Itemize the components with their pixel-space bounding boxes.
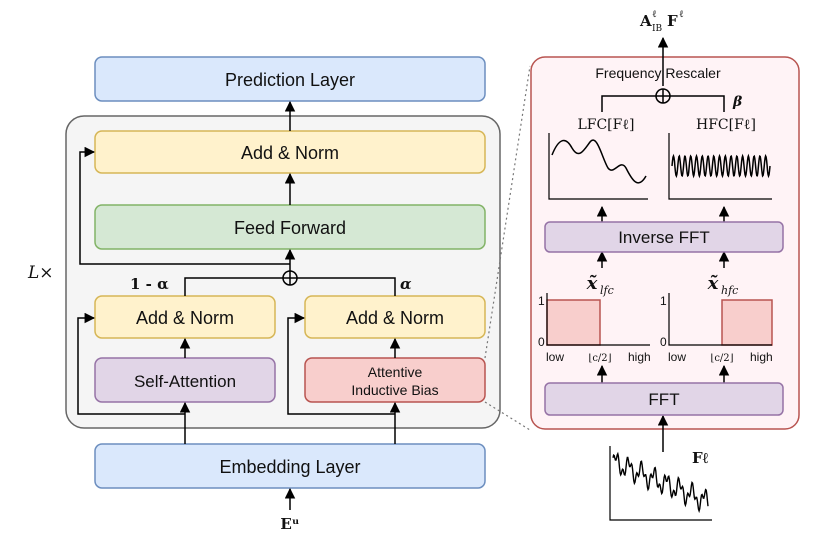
self-attention-box: Self-Attention	[94, 357, 276, 403]
beta-label: β	[732, 94, 743, 110]
x-hfc-main: x̃	[707, 273, 719, 294]
add-norm-left-box: Add & Norm	[94, 295, 276, 339]
embedding-layer-box: Embedding Layer	[94, 443, 486, 489]
inverse-fft-label: Inverse FFT	[618, 228, 710, 247]
self-attention-label: Self-Attention	[134, 372, 236, 391]
alpha-label: α	[400, 275, 412, 293]
fft-box: FFT	[544, 382, 784, 416]
repeat-count-label: L×	[27, 263, 54, 283]
lfc-label: LFC[Fℓ]	[577, 117, 634, 133]
lfc-filter-plot: 1 0 low ⌊c/2⌋ high	[538, 293, 651, 364]
hfc-signal-plot	[668, 133, 772, 200]
add-norm-right-box: Add & Norm	[304, 295, 486, 339]
svg-text:ℓ: ℓ	[679, 9, 684, 20]
add-norm-top-label: Add & Norm	[241, 143, 339, 163]
attentive-inductive-bias-box: Attentive Inductive Bias	[304, 357, 486, 403]
aib-label-line2: Inductive Bias	[351, 382, 438, 398]
x-hfc-sub: hfc	[721, 284, 738, 297]
input-signal-plot	[609, 446, 712, 521]
embedding-layer-label: Embedding Layer	[219, 457, 360, 477]
zoom-line-bottom	[484, 401, 531, 431]
right-connectors	[596, 36, 730, 452]
lfc-y-bottom: 0	[538, 335, 545, 349]
lfc-x-low: low	[546, 350, 564, 364]
prediction-layer-label: Prediction Layer	[225, 70, 355, 90]
x-lfc-sub: lfc	[600, 284, 614, 297]
transformer-block-panel	[65, 115, 501, 429]
prediction-layer-box: Prediction Layer	[94, 56, 486, 102]
hfc-filter-plot: 1 0 low ⌊c/2⌋ high	[660, 293, 773, 364]
input-embedding-label: Eᵘ	[280, 515, 299, 533]
fft-label: FFT	[648, 390, 679, 409]
add-norm-top-box: Add & Norm	[94, 130, 486, 174]
hfc-x-mid: ⌊c/2⌋	[710, 353, 733, 364]
add-norm-left-label: Add & Norm	[136, 308, 234, 328]
one-minus-alpha-label: 1 - α	[130, 275, 169, 293]
lfc-y-top: 1	[538, 294, 545, 308]
frequency-rescaler-label: Frequency Rescaler	[595, 65, 721, 81]
hfc-y-top: 1	[660, 294, 667, 308]
hfc-label: HFC[Fℓ]	[696, 117, 756, 133]
svg-text:A: A	[639, 12, 652, 30]
lfc-signal-plot	[548, 133, 648, 200]
zoom-line-top	[484, 65, 531, 359]
svg-text:IB: IB	[652, 24, 663, 34]
svg-text:ℓ: ℓ	[652, 9, 657, 20]
hfc-y-bottom: 0	[660, 335, 667, 349]
x-lfc-main: x̃	[586, 273, 598, 294]
add-norm-right-label: Add & Norm	[346, 308, 444, 328]
inverse-fft-box: Inverse FFT	[544, 221, 784, 253]
input-feature-label: Fℓ	[692, 449, 709, 467]
lfc-x-high: high	[628, 350, 651, 364]
hfc-x-high: high	[750, 350, 773, 364]
feed-forward-label: Feed Forward	[234, 218, 346, 238]
hfc-x-low: low	[668, 350, 686, 364]
output-label: A ℓ IB F ℓ	[639, 9, 684, 34]
aib-label-line1: Attentive	[368, 364, 423, 380]
svg-text:F: F	[667, 12, 678, 30]
feed-forward-box: Feed Forward	[94, 204, 486, 250]
lfc-x-mid: ⌊c/2⌋	[588, 353, 611, 364]
left-connectors	[77, 100, 401, 510]
